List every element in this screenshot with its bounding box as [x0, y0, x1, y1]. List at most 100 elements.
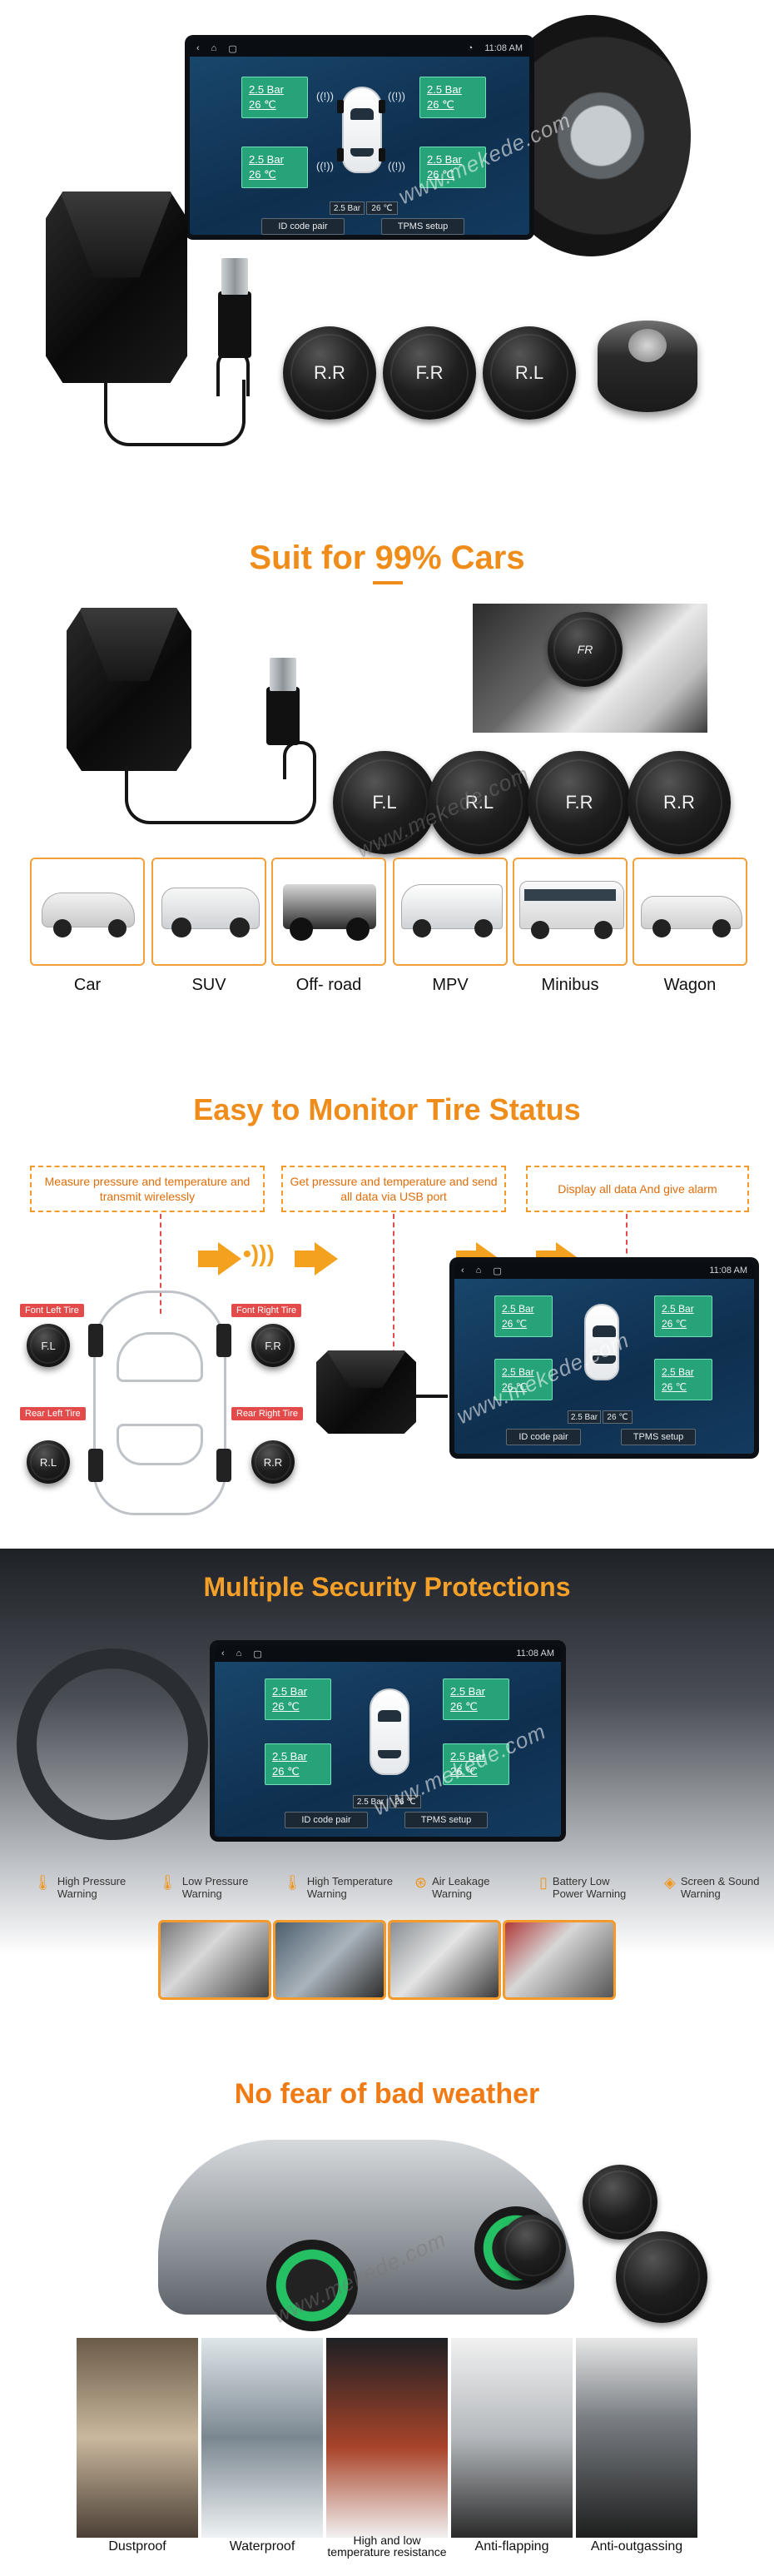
- recent-apps-icon[interactable]: ▢: [493, 1266, 502, 1276]
- usb-cable: [125, 766, 316, 824]
- weather-card-dust: [77, 2338, 198, 2538]
- usb-receiver-hub: [46, 191, 187, 383]
- sensor-cap: [499, 2215, 566, 2281]
- usb-cable: [104, 380, 246, 446]
- sensor-cap: [583, 2165, 657, 2240]
- car-top-view-icon: [342, 87, 382, 173]
- car-top-view-icon: [370, 1688, 409, 1775]
- recent-apps-icon[interactable]: ▢: [228, 43, 237, 54]
- car-type-label: Off- road: [295, 976, 362, 994]
- sensor-cap: R.L: [27, 1440, 70, 1484]
- weather-label: Dustproof: [108, 2539, 166, 2554]
- section-title: Multiple Security Protections: [203, 1572, 571, 1602]
- usb-plug: [266, 687, 300, 745]
- sensor-cap: F.L: [27, 1324, 70, 1367]
- recent-apps-icon[interactable]: ▢: [253, 1649, 262, 1659]
- sensor-cap: R.L: [428, 751, 531, 854]
- home-icon[interactable]: ⌂: [475, 1266, 482, 1276]
- car-wheel-icon: [108, 919, 127, 937]
- weather-label: Waterproof: [229, 2539, 295, 2554]
- tpms-setup-button[interactable]: TPMS setup: [621, 1429, 696, 1445]
- flow-arrow-icon: [295, 1242, 338, 1276]
- accident-photo: [503, 1920, 616, 2000]
- hero-head-unit-screen: ‹ ⌂ ▢ ◔ 11:08 AM 2.5 Bar 26 ℃ 2.5 Bar 26…: [185, 35, 534, 240]
- tire-tile-rear-right[interactable]: 2.5 Bar 26 ℃: [419, 147, 486, 188]
- back-icon[interactable]: ‹: [461, 1266, 464, 1276]
- tire-warning-icon: ((!)): [388, 160, 405, 172]
- tpms-setup-button[interactable]: TPMS setup: [381, 218, 464, 235]
- car-type-card[interactable]: [30, 858, 145, 966]
- accident-photo: [158, 1920, 271, 2000]
- sensor-cap: F.L: [333, 751, 436, 854]
- home-icon[interactable]: ⌂: [211, 43, 217, 53]
- tire-tile-rear-left[interactable]: 2.5 Bar 26 ℃: [241, 147, 308, 188]
- sensor-cap: R.R: [251, 1440, 295, 1484]
- hero-section: ‹ ⌂ ▢ ◔ 11:08 AM 2.5 Bar 26 ℃ 2.5 Bar 26…: [0, 0, 774, 500]
- section-title: No fear of bad weather: [234, 2078, 540, 2110]
- step-box: Measure pressure and temperature and tra…: [30, 1166, 265, 1212]
- weather-card-temperature: [326, 2338, 448, 2538]
- pressure-value: 2.5 Bar: [249, 83, 284, 96]
- id-code-pair-button[interactable]: ID code pair: [285, 1812, 368, 1828]
- car-type-card[interactable]: [513, 858, 628, 966]
- weather-label: Anti-flapping: [474, 2539, 549, 2554]
- sensor-cap: R.R: [628, 751, 731, 854]
- steering-wheel-image: [17, 1649, 208, 1840]
- id-code-pair-button[interactable]: ID code pair: [506, 1429, 581, 1445]
- car-wheel-icon: [53, 919, 72, 937]
- monitor-section: Easy to Monitor Tire Status Measure pres…: [0, 1057, 774, 1524]
- suit-section: Suit for 99% Cars FR F.L R.L F.R R.R www…: [0, 500, 774, 1032]
- car-type-card[interactable]: [393, 858, 508, 966]
- weather-card-water: [201, 2338, 323, 2538]
- status-pressure-chip: 2.5 Bar: [353, 1795, 388, 1808]
- section-title: Easy to Monitor Tire Status: [193, 1092, 581, 1126]
- tire-icon: [216, 1449, 231, 1482]
- id-code-pair-button[interactable]: ID code pair: [261, 218, 345, 235]
- home-icon[interactable]: ⌂: [236, 1649, 242, 1658]
- step-box: Get pressure and temperature and send al…: [281, 1166, 506, 1212]
- car-type-card[interactable]: [151, 858, 266, 966]
- usb-cable: [414, 1395, 448, 1398]
- usb-connector: [221, 258, 248, 295]
- pressure-value: 2.5 Bar: [427, 83, 462, 96]
- tpms-setup-button[interactable]: TPMS setup: [404, 1812, 488, 1828]
- battery-icon: ▯: [539, 1874, 548, 1891]
- tire-icon: [88, 1324, 103, 1357]
- car-type-card[interactable]: [271, 858, 386, 966]
- back-icon[interactable]: ‹: [221, 1649, 225, 1658]
- back-icon[interactable]: ‹: [196, 43, 200, 53]
- tire-warning-icon: ((!)): [388, 90, 405, 102]
- wireless-signal-icon: •))): [243, 1241, 275, 1266]
- car-type-card[interactable]: [633, 858, 747, 966]
- temperature-value: 26 ℃: [427, 168, 454, 181]
- accident-photo: [388, 1920, 501, 2000]
- tire-position-label: Font Left Tire: [20, 1304, 84, 1317]
- sensor-cap: R.R: [283, 326, 376, 420]
- status-pressure-chip: 2.5 Bar: [568, 1410, 601, 1424]
- car-type-label: MPV: [432, 976, 469, 994]
- tire-icon: [88, 1449, 103, 1482]
- tire-tile-front-right[interactable]: 2.5 Bar 26 ℃: [419, 77, 486, 118]
- security-section: Multiple Security Protections ‹ ⌂ ▢ 11:0…: [0, 1549, 774, 2056]
- tire-position-label: Rear Left Tire: [20, 1407, 86, 1420]
- status-bar: ‹ ⌂ ▢ ◔ 11:08 AM: [190, 40, 529, 57]
- thermometer-icon: 🌡: [33, 1874, 52, 1891]
- tire-tile-front-left[interactable]: 2.5 Bar 26 ℃: [241, 77, 308, 118]
- tire-warning-icon: ((!)): [316, 90, 334, 102]
